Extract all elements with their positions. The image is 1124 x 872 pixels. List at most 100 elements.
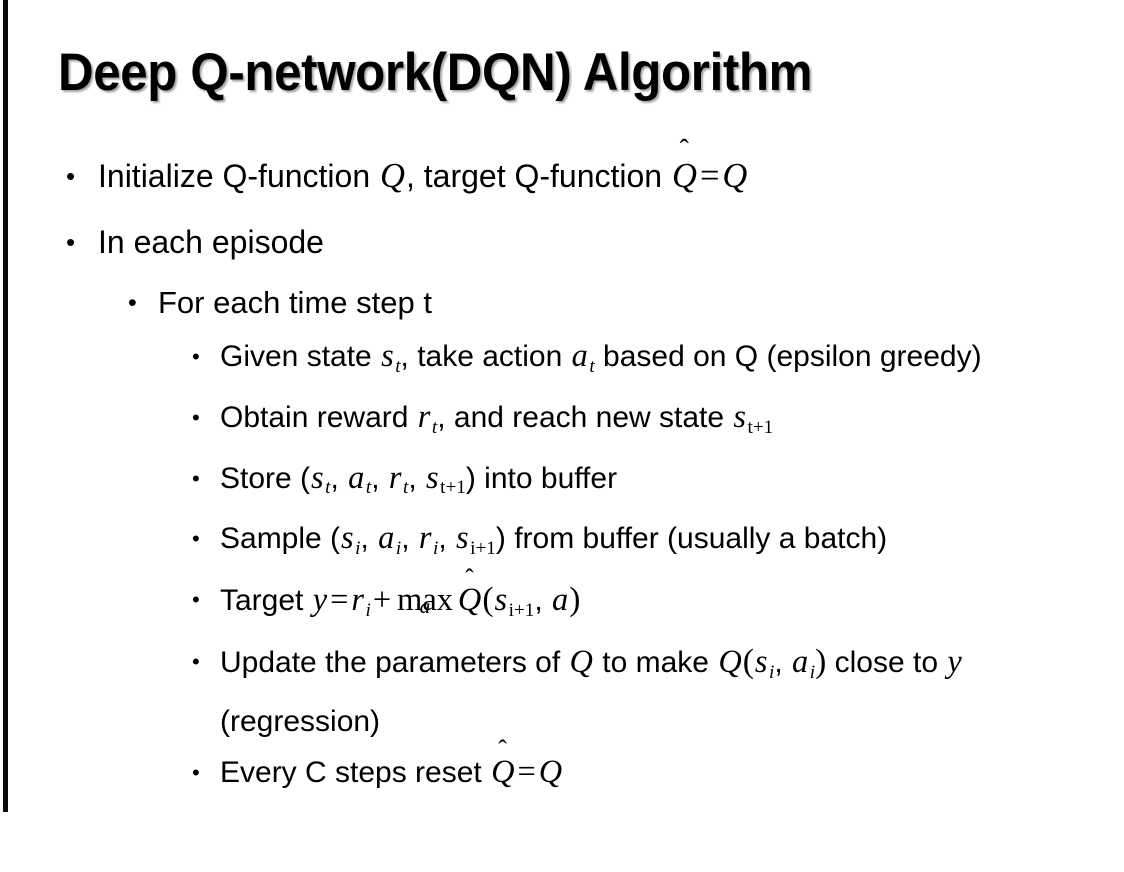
math-var-s: s <box>494 582 508 618</box>
math-var-q: Q <box>722 157 748 195</box>
math-var-r: r <box>351 582 364 618</box>
bullet-dot-icon: • <box>192 465 200 491</box>
max-label: max <box>397 582 453 618</box>
math-subscript-t-plus-1: t+1 <box>747 416 774 438</box>
text-segment: close to <box>826 645 947 679</box>
bullet-text: In each episode <box>98 224 324 260</box>
bullet-dot-icon: • <box>192 344 200 369</box>
math-subscript-t: t <box>402 477 409 499</box>
text-segment: , take action <box>400 340 571 373</box>
bullet-dot-icon: • <box>192 587 200 612</box>
bullet-text: Initialize Q-function Q, target Q-functi… <box>98 132 1124 206</box>
bullet-text: For each time step t <box>158 285 432 320</box>
math-subscript-t: t <box>589 355 595 377</box>
text-segment: , <box>534 584 552 617</box>
bullet-dot-icon: • <box>192 648 200 674</box>
page-title: Deep Q-network(DQN) Algorithm <box>58 43 813 102</box>
math-var-s: s <box>381 338 394 374</box>
bullet-given-state: • Given state st, take action at based o… <box>0 332 1124 391</box>
text-segment: Given state <box>220 340 381 373</box>
math-subscript-i-plus-1: i+1 <box>508 599 535 621</box>
math-var-q: Q <box>538 753 563 790</box>
math-equals: = <box>517 753 536 790</box>
text-segment: , and reach new state <box>437 400 733 434</box>
bullet-dot-icon: • <box>66 161 76 191</box>
math-var-s: s <box>311 459 324 496</box>
math-paren-open: ( <box>742 642 754 680</box>
math-plus: + <box>372 582 392 618</box>
bullet-dot-icon: • <box>128 289 137 317</box>
math-subscript-i: i <box>809 661 816 683</box>
slide-body: • Initialize Q-function Q, target Q-func… <box>0 132 1124 797</box>
math-subscript-t: t <box>395 355 401 377</box>
bullet-dot-icon: • <box>192 404 200 430</box>
bullet-obtain-reward: • Obtain reward rt, and reach new state … <box>0 393 1124 452</box>
bullet-text: Obtain reward rt, and reach new state st… <box>220 393 1094 452</box>
math-var-a: a <box>348 459 365 496</box>
math-subscript-t: t <box>365 477 372 499</box>
text-segment: , target Q-function <box>405 158 671 194</box>
bullet-text: Store (st, at, rt, st+1) into buffer <box>220 454 1094 513</box>
text-segment: based on Q (epsilon greedy) <box>594 340 982 373</box>
text-segment: , <box>360 522 378 556</box>
math-var-q: Q <box>569 643 593 680</box>
math-paren-close: ) <box>815 642 827 680</box>
math-var-r: r <box>388 459 402 496</box>
math-var-q: Q <box>380 157 405 195</box>
text-segment: (regression) <box>220 704 381 738</box>
text-segment: Sample ( <box>220 522 341 556</box>
math-var-a: a <box>378 520 395 557</box>
left-edge-rule <box>3 0 8 812</box>
math-subscript-t: t <box>431 416 438 438</box>
text-segment: Initialize Q-function <box>98 158 380 194</box>
text-segment: Obtain reward <box>220 400 417 434</box>
bullet-dot-icon: • <box>66 227 76 257</box>
text-segment: ) into buffer <box>465 461 618 495</box>
bullet-sample-batch: • Sample (si, ai, ri, si+1) from buffer … <box>0 514 1124 573</box>
math-subscript-t-plus-1: t+1 <box>440 477 466 499</box>
text-segment: , <box>774 645 792 679</box>
text-segment: Target <box>220 584 312 617</box>
math-subscript-t: t <box>325 477 331 499</box>
math-var-r: r <box>417 398 431 435</box>
text-segment: Store ( <box>220 461 311 495</box>
math-var-r: r <box>418 520 432 557</box>
text-segment: , <box>371 461 388 495</box>
math-subscript-i: i <box>355 538 361 559</box>
bullet-for-each-time-step: • For each time step t <box>0 276 1124 330</box>
bullet-dot-icon: • <box>192 526 200 552</box>
bullet-initialize-q: • Initialize Q-function Q, target Q-func… <box>0 132 1124 206</box>
hat-accent-icon: ˆ <box>679 132 689 164</box>
bullet-text: Update the parameters of Q to make Q(si,… <box>220 637 1094 746</box>
math-subscript-i: i <box>433 538 439 559</box>
text-segment: to make <box>593 645 718 679</box>
math-var-y: y <box>312 582 328 618</box>
max-limit-var: a <box>419 593 431 618</box>
text-segment: Every C steps reset <box>220 755 491 789</box>
bullet-text: Sample (si, ai, ri, si+1) from buffer (u… <box>220 514 1094 573</box>
math-subscript-i: i <box>395 538 402 559</box>
math-var-y: y <box>947 643 962 680</box>
bullet-dot-icon: • <box>192 759 200 785</box>
math-paren-open: ( <box>482 581 494 618</box>
math-var-s: s <box>426 459 439 496</box>
math-var-s: s <box>456 520 469 557</box>
math-var-s: s <box>754 643 768 680</box>
bullet-text: Given state st, take action at based on … <box>220 332 1094 391</box>
math-var-s: s <box>341 520 354 557</box>
math-var-a: a <box>552 582 569 618</box>
math-equals: = <box>699 157 720 195</box>
text-segment: , <box>401 522 418 556</box>
math-var-a: a <box>571 338 588 374</box>
bullet-store-transition: • Store (st, at, rt, st+1) into buffer <box>0 454 1124 513</box>
math-subscript-i: i <box>365 599 371 621</box>
text-segment: ) from buffer (usually a batch) <box>495 522 888 556</box>
